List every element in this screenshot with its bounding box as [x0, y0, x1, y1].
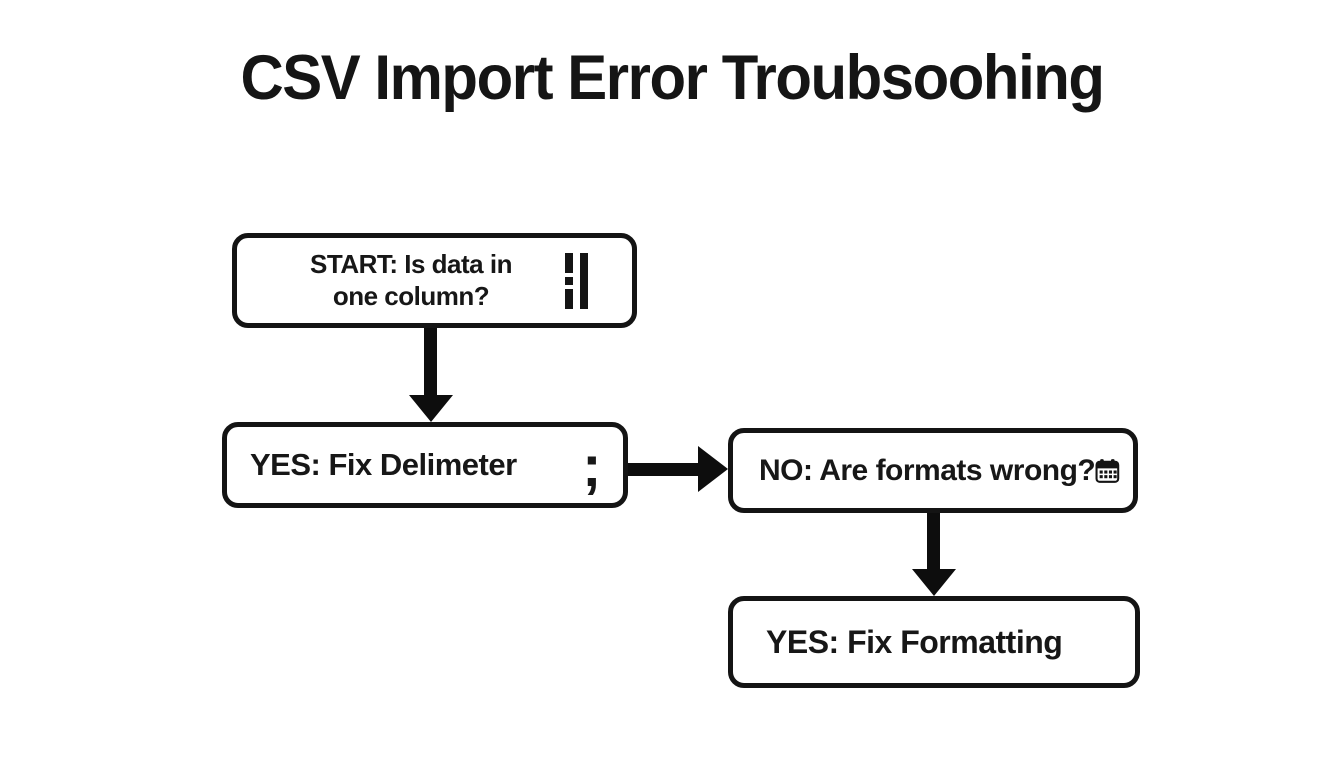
columns-icon-solid-bar	[580, 252, 588, 309]
columns-icon-segment	[565, 288, 573, 309]
formats-wrong-label: NO: Are formats wrong?	[759, 453, 1096, 487]
arrow-shaft	[927, 513, 940, 572]
arrow-head-right	[698, 446, 728, 492]
flow-node-fix-formatting: YES: Fix Formatting	[728, 596, 1140, 688]
fix-formatting-label: YES: Fix Formatting	[766, 623, 1063, 660]
start-label-line1: START: Is data in	[310, 248, 512, 279]
columns-icon	[565, 252, 588, 309]
arrow-shaft	[424, 328, 437, 398]
fix-delimiter-label: YES: Fix Delimeter	[250, 447, 517, 482]
flow-node-start: START: Is data in one column?	[232, 233, 637, 328]
arrow-shaft	[628, 462, 701, 476]
arrow-start-to-delimiter	[409, 328, 453, 422]
arrow-delimiter-to-formats	[628, 446, 728, 492]
columns-icon-dot	[565, 276, 573, 285]
arrow-head-down	[409, 395, 453, 422]
flow-node-fix-delimiter: YES: Fix Delimeter ;	[222, 422, 628, 508]
flow-node-start-label: START: Is data in one column?	[257, 249, 565, 312]
arrow-head-down	[912, 569, 956, 596]
start-label-line2: one column?	[332, 280, 490, 311]
columns-icon-segment	[565, 252, 573, 273]
arrow-formats-to-formatting	[912, 513, 956, 596]
flow-node-formats-wrong: NO: Are formats wrong?	[728, 428, 1138, 513]
page-title: CSV Import Error Troubsoohing	[240, 43, 1105, 113]
calendar-icon	[1095, 458, 1120, 483]
columns-icon-dashed-bar	[565, 252, 573, 309]
